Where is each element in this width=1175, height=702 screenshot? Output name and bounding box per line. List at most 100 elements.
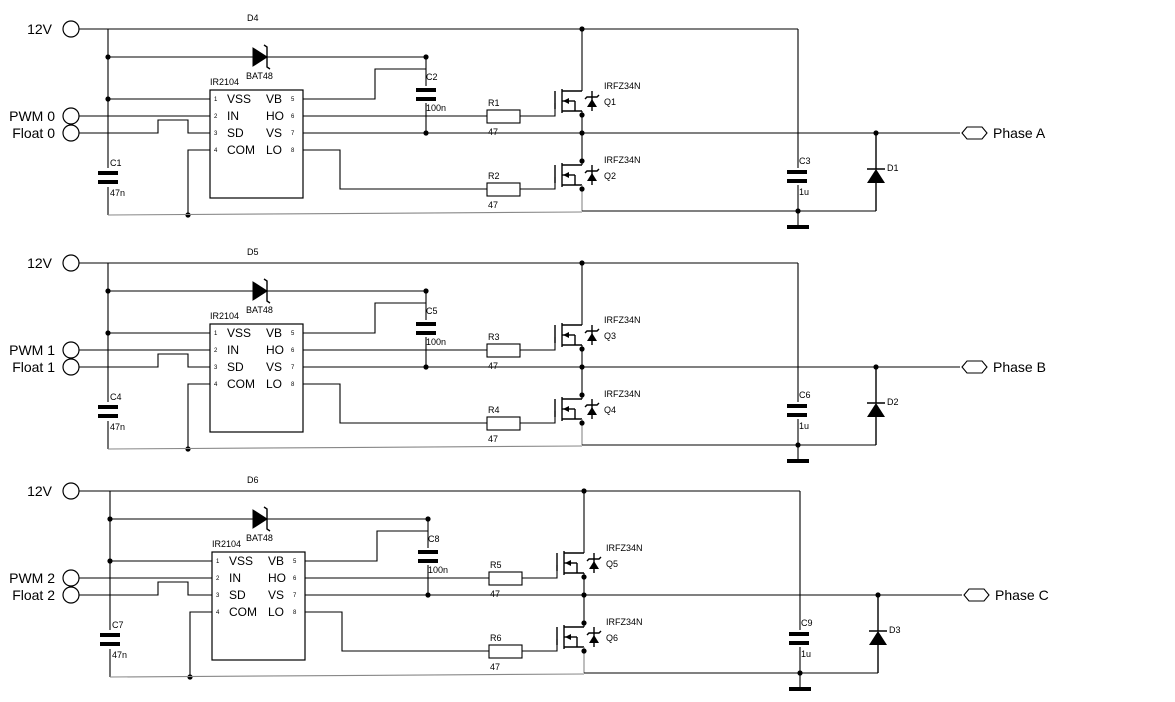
ground-bus <box>107 445 583 450</box>
ic-pin-label: HO <box>266 109 284 123</box>
junction-dot <box>581 592 587 598</box>
resistor-body <box>488 571 523 586</box>
junction-dot <box>579 26 585 32</box>
ic-pin-number: 4 <box>214 382 218 388</box>
ic-pin-label: IN <box>227 343 239 357</box>
ground-bus <box>107 211 583 216</box>
resistor-value: 47 <box>490 662 500 672</box>
input-capacitor-ref: C7 <box>112 620 124 630</box>
ic-pin-label: COM <box>229 605 257 619</box>
output-cap-ref: C6 <box>799 390 811 400</box>
mosfet-part: IRFZ34N <box>606 617 643 627</box>
junction-dot <box>579 130 585 136</box>
supply-label-12v: 12V <box>27 21 53 37</box>
ic-pin-label: COM <box>227 143 255 157</box>
output-cap-ref: C9 <box>801 618 813 628</box>
mosfet-arrow <box>563 406 569 412</box>
boot-cap-value: 100n <box>426 337 446 347</box>
ic-body <box>209 89 304 199</box>
ic-pin-number: 2 <box>214 114 218 120</box>
com-wire <box>187 149 210 215</box>
input-terminal-circle <box>62 20 80 38</box>
gate-wire <box>520 177 556 190</box>
ic-pin-label: VB <box>268 554 284 568</box>
phase-label: Phase B <box>993 359 1046 375</box>
mosfet-part: IRFZ34N <box>604 81 641 91</box>
mosfet-ref: Q4 <box>604 405 616 415</box>
resistor-value: 47 <box>488 434 498 444</box>
ic-pin-label: VSS <box>227 92 251 106</box>
resistor-body <box>488 644 523 659</box>
ic-pin-label: LO <box>266 143 282 157</box>
ic-pin-number: 8 <box>291 148 295 154</box>
ic-pin-label: IN <box>229 571 241 585</box>
phase-output: Phase C <box>963 587 1049 603</box>
junction-dot <box>579 260 585 266</box>
diode-triangle <box>867 403 885 417</box>
mosfet-ref: Q3 <box>604 331 616 341</box>
ic-pin-number: 5 <box>293 559 297 565</box>
mosfet-part: IRFZ34N <box>604 389 641 399</box>
diode-triangle <box>869 631 887 645</box>
ic-pin-label: VS <box>266 126 282 140</box>
phase-output: Phase A <box>961 125 1046 141</box>
ic-pin-number: 6 <box>291 114 295 120</box>
resistor-ref: R2 <box>488 171 500 181</box>
pwm-input-label: PWM 2 <box>9 570 55 586</box>
junction-dot <box>581 648 587 654</box>
resistor-ref: R4 <box>488 405 500 415</box>
ic-pin-number: 6 <box>291 348 295 354</box>
ic-pin-number: 5 <box>291 97 295 103</box>
junction-dot <box>581 488 587 494</box>
resistor-body <box>486 343 521 358</box>
gate-wire <box>522 639 558 652</box>
float-input-wire <box>79 119 210 134</box>
gate-wire <box>520 411 556 424</box>
boot-diode-ref: D4 <box>247 13 259 23</box>
mosfet-arrow <box>563 98 569 104</box>
float-input-wire <box>79 581 212 596</box>
junction-dot <box>579 346 585 352</box>
ground-bus <box>109 673 585 678</box>
ic-pin-label: HO <box>268 571 286 585</box>
vb-wire <box>303 68 426 100</box>
junction-dot <box>579 158 585 164</box>
float-input-label: Float 2 <box>12 587 55 603</box>
freewheel-diode: D3 <box>869 595 901 673</box>
phase-label: Phase C <box>995 587 1049 603</box>
lo-wire <box>305 611 489 652</box>
junction-dot <box>581 574 587 580</box>
pwm-input-label: PWM 0 <box>9 108 55 124</box>
ic-pin-number: 2 <box>216 576 220 582</box>
junction-dot <box>579 186 585 192</box>
ic-pin-number: 3 <box>214 365 218 371</box>
ic-pin-label: SD <box>227 126 244 140</box>
ic-pin-number: 6 <box>293 576 297 582</box>
float-input-label: Float 1 <box>12 359 55 375</box>
ic-body <box>209 323 304 433</box>
mosfet-ref: Q5 <box>606 559 618 569</box>
ic-part-number: IR2104 <box>210 311 239 321</box>
output-cap-ref: C3 <box>799 156 811 166</box>
phase-connector <box>961 126 988 140</box>
com-wire <box>187 383 210 449</box>
junction-dot <box>581 620 587 626</box>
input-terminal-circle <box>62 586 80 604</box>
phase-connector <box>961 360 988 374</box>
ic-pin-label: VSS <box>229 554 253 568</box>
ic-pin-number: 8 <box>293 610 297 616</box>
output-cap-value: 1u <box>799 187 809 197</box>
resistor-ref: R5 <box>490 560 502 570</box>
ic-pin-label: SD <box>229 588 246 602</box>
mosfet-arrow <box>563 172 569 178</box>
boot-diode-part: BAT48 <box>246 71 273 81</box>
